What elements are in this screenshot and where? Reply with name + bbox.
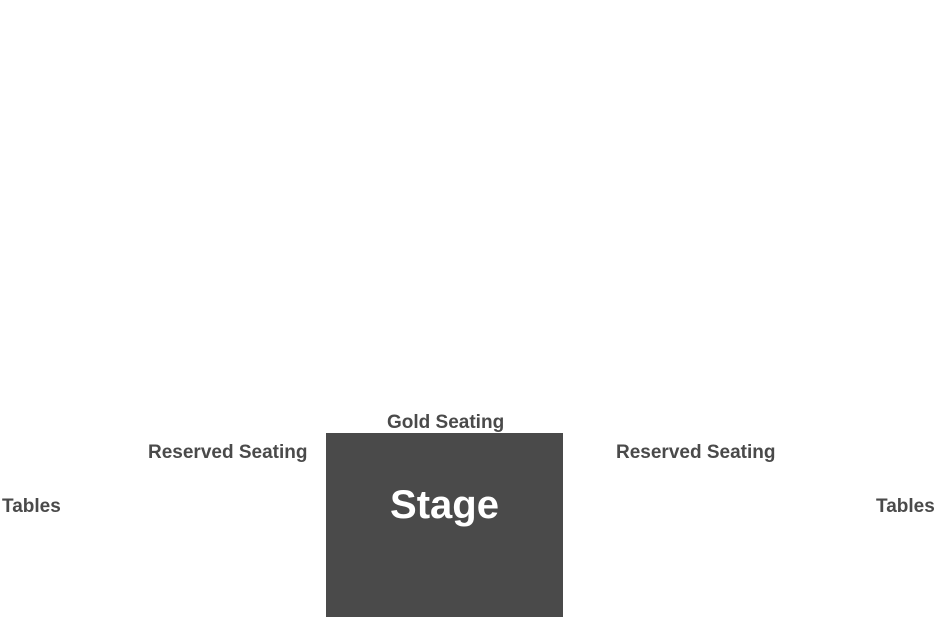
section-label-tables-right[interactable]: Tables bbox=[876, 496, 935, 517]
section-label-reserved-seating-left[interactable]: Reserved Seating bbox=[148, 442, 308, 463]
stage-label: Stage bbox=[390, 483, 499, 527]
section-label-gold-seating[interactable]: Gold Seating bbox=[387, 412, 505, 433]
section-label-tables-left[interactable]: Tables bbox=[2, 496, 61, 517]
stage: Stage bbox=[326, 433, 563, 617]
section-label-reserved-seating-right[interactable]: Reserved Seating bbox=[616, 442, 776, 463]
